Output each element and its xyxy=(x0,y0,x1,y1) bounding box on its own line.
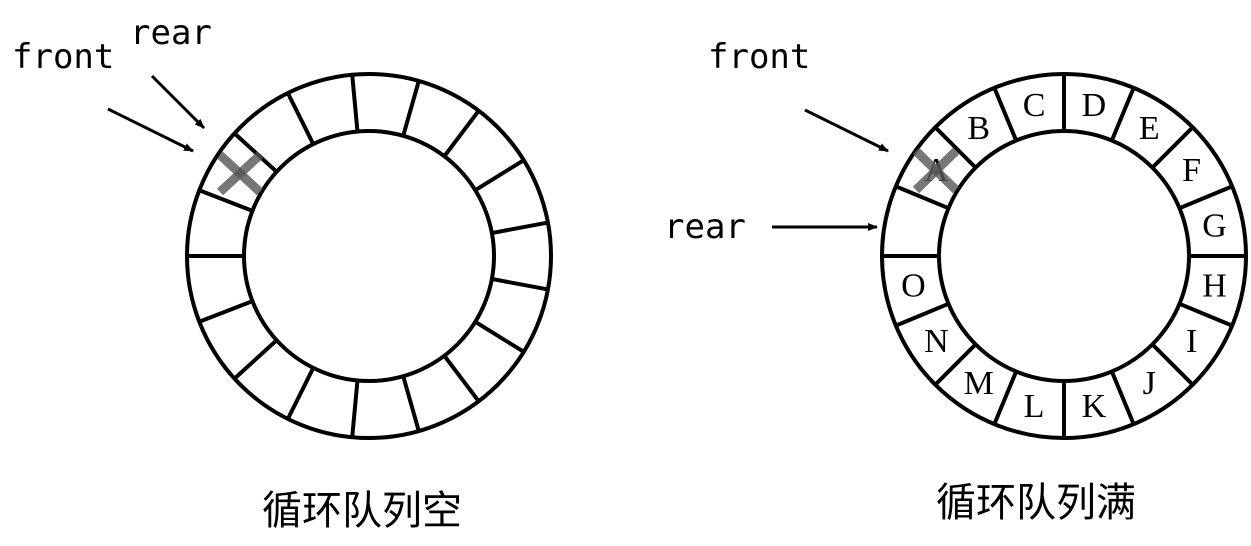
ring-divider xyxy=(474,320,525,354)
ring-divider xyxy=(933,125,978,170)
ring-divider xyxy=(233,338,278,381)
caption-full: 循环队列满 xyxy=(936,480,1136,526)
ring-divider xyxy=(442,109,481,158)
ring-slot-label: O xyxy=(901,267,926,304)
cross-mark-icon xyxy=(912,147,960,194)
ring-divider xyxy=(198,299,254,324)
ring-slot-label: C xyxy=(1023,87,1046,124)
ring-divider xyxy=(474,158,525,192)
ring-dividers-empty xyxy=(187,74,549,438)
empty-queue-diagram: front rear 循环队列空 xyxy=(12,13,553,534)
ring-slot-label: B xyxy=(967,110,990,147)
ring-slot-labels-full: ABCDEFGHIJKLMNO xyxy=(901,87,1227,425)
ring-divider xyxy=(1178,301,1233,328)
ring-slot-label: M xyxy=(964,365,994,402)
ring-divider xyxy=(933,342,978,387)
full-queue-diagram: ABCDEFGHIJKLMNO front rear 循环队列满 xyxy=(664,37,1248,526)
ring-slot-label: K xyxy=(1082,388,1107,425)
rear-label-empty: rear xyxy=(130,13,212,53)
caption-empty: 循环队列空 xyxy=(262,488,462,534)
ring-divider xyxy=(286,367,316,420)
ring-divider xyxy=(1150,342,1195,387)
ring-divider xyxy=(1109,370,1136,425)
front-arrow-empty xyxy=(107,107,194,153)
ring-slot-label: G xyxy=(1202,208,1227,245)
ring-divider xyxy=(401,375,421,432)
ring-dividers-full xyxy=(882,74,1246,438)
ring-divider xyxy=(1109,87,1136,142)
ring-divider xyxy=(198,188,254,213)
ring-slot-label: D xyxy=(1082,87,1107,124)
rear-arrow-empty xyxy=(150,74,206,130)
ring-slot-label: F xyxy=(1182,152,1201,189)
ring-divider xyxy=(350,74,360,132)
cross-mark-icon xyxy=(216,151,264,196)
front-arrow-full xyxy=(804,108,889,153)
ring-divider xyxy=(350,380,360,438)
ring-divider xyxy=(1178,184,1233,211)
front-label-empty: front xyxy=(12,37,114,77)
ring-divider xyxy=(895,184,950,211)
ring-inner-full xyxy=(937,129,1191,383)
ring-slot-label: N xyxy=(924,323,949,360)
front-label-full: front xyxy=(708,37,810,77)
ring-slot-label: I xyxy=(1186,323,1197,360)
ring-slot-label: J xyxy=(1143,365,1156,402)
ring-divider xyxy=(401,80,421,137)
ring-divider xyxy=(491,220,549,235)
ring-slot-label: H xyxy=(1202,267,1227,304)
ring-slot-label: L xyxy=(1024,388,1045,425)
ring-slot-label: E xyxy=(1139,110,1160,147)
rear-label-full: rear xyxy=(664,207,746,247)
ring-divider xyxy=(1150,125,1195,170)
ring-divider xyxy=(233,131,278,174)
ring-divider xyxy=(491,277,549,292)
ring-divider xyxy=(992,87,1019,142)
ring-divider xyxy=(895,301,950,328)
ring-divider xyxy=(442,354,481,403)
ring-divider xyxy=(992,370,1019,425)
ring-divider xyxy=(286,92,316,145)
ring-inner-empty xyxy=(242,129,496,383)
